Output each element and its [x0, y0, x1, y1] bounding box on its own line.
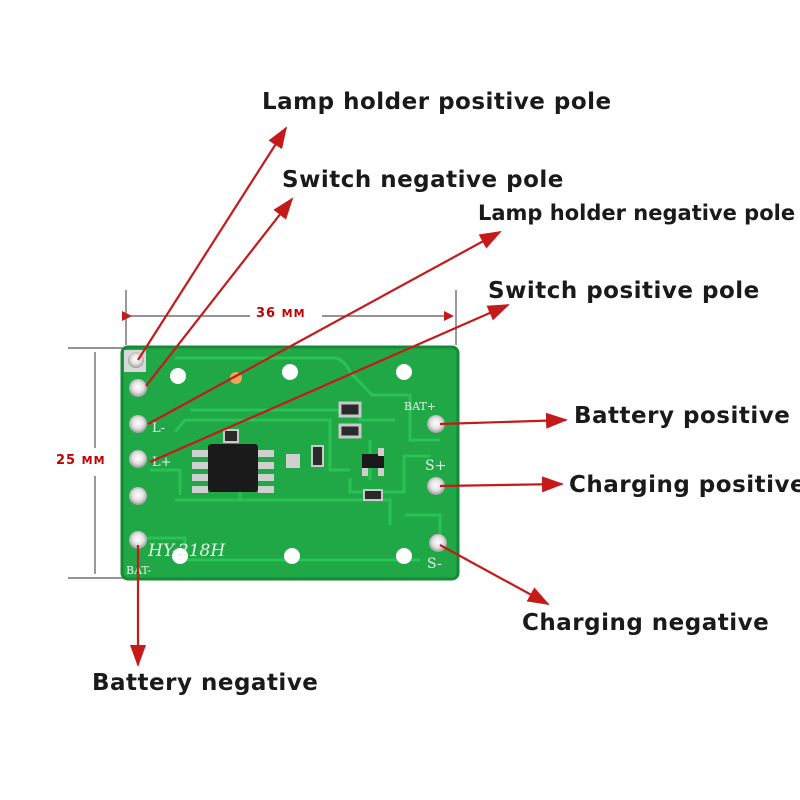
dimension-width — [122, 290, 457, 345]
height-dimension-label: 25 MM — [56, 453, 106, 468]
pad-label-bat-plus: BAT+ — [404, 400, 436, 413]
arrow-charging-negative — [439, 544, 550, 605]
label-charging-positive: Charging positive — [569, 472, 800, 498]
label-battery-positive: Battery positive — [574, 403, 791, 429]
arrow-switch-positive — [149, 303, 510, 464]
arrow-charging-positive — [439, 476, 564, 493]
arrow-lamp-holder-positive — [137, 126, 288, 361]
dimension-height — [68, 347, 125, 579]
label-charging-negative: Charging negative — [522, 610, 770, 636]
label-lamp-holder-negative: Lamp holder negative pole — [478, 201, 796, 225]
pad-label-s-plus: S+ — [425, 458, 446, 474]
label-battery-negative: Battery negative — [92, 670, 319, 696]
width-value: 36 — [256, 306, 277, 321]
height-value: 25 — [56, 453, 77, 468]
board-model-label: HY-218H — [147, 541, 226, 561]
right-pads — [427, 415, 447, 552]
smd-components — [223, 401, 384, 501]
pad-label-l-minus: L- — [152, 421, 165, 436]
label-lamp-holder-positive: Lamp holder positive pole — [262, 89, 612, 115]
width-dimension-label: 36 MM — [256, 306, 306, 321]
arrow-battery-positive — [439, 412, 568, 429]
arrow-lamp-holder-negative — [147, 231, 502, 425]
width-unit: MM — [281, 307, 306, 320]
label-switch-positive: Switch positive pole — [488, 278, 760, 304]
pad-label-s-minus: S- — [427, 556, 442, 572]
arrow-switch-negative — [145, 197, 294, 387]
ic-chip — [192, 444, 274, 493]
label-switch-negative: Switch negative pole — [282, 167, 564, 193]
height-unit: MM — [81, 454, 106, 467]
mounting-holes — [170, 364, 412, 564]
